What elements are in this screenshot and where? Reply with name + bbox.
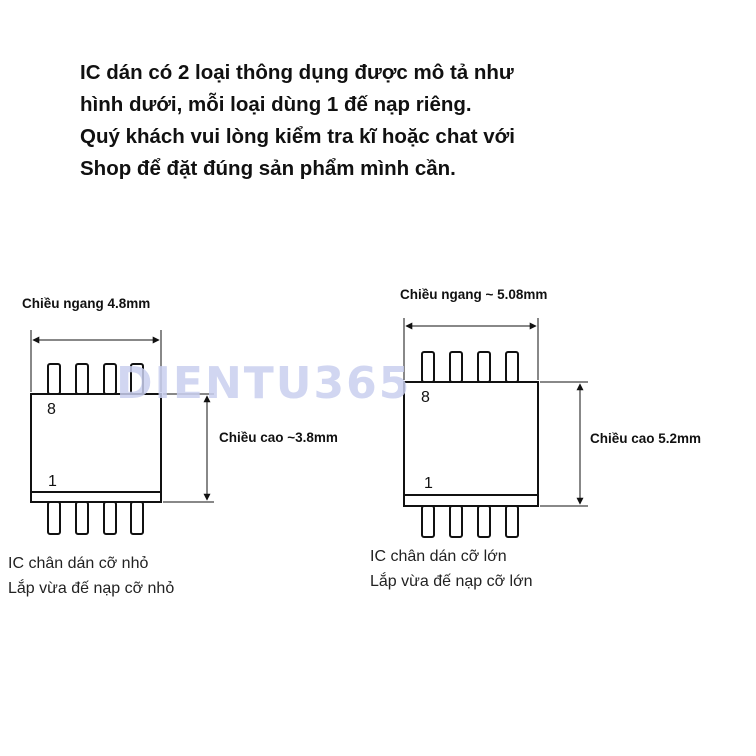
large-ic-caption-line-2: Lắp vừa đế nạp cỡ lớn (370, 573, 533, 590)
intro-line-4: Shop để đặt đúng sản phẩm mình cần. (80, 157, 456, 180)
large-ic-top-pin (477, 351, 491, 383)
small-ic-bottom-pin (75, 501, 89, 535)
small-ic-caption: IC chân dán cỡ nhỏ Lắp vừa đế nạp cỡ nhỏ (8, 551, 174, 601)
small-ic-width-label: Chiều ngang 4.8mm (22, 296, 151, 311)
large-ic-bottom-pin (477, 505, 491, 538)
intro-text: IC dán có 2 loại thông dụng được mô tả n… (80, 57, 515, 185)
watermark: DIENTU365 (116, 358, 411, 409)
large-ic-top-pin (505, 351, 519, 383)
large-ic-caption-line-1: IC chân dán cỡ lớn (370, 548, 507, 565)
large-ic-body (403, 381, 539, 507)
large-ic-package (403, 351, 539, 538)
large-ic-pin1-label: 1 (424, 475, 433, 492)
small-ic-top-pin (47, 363, 61, 395)
small-ic-pin1-label: 1 (48, 473, 57, 490)
small-ic-caption-line-1: IC chân dán cỡ nhỏ (8, 555, 149, 572)
large-ic-top-pin (421, 351, 435, 383)
large-ic-bottom-pin (505, 505, 519, 538)
small-ic-bottom-pin (103, 501, 117, 535)
small-ic-pin8-label: 8 (47, 401, 56, 418)
small-ic-top-pin (75, 363, 89, 395)
large-ic-width-label: Chiều ngang ~ 5.08mm (400, 287, 548, 302)
large-ic-height-label: Chiều cao 5.2mm (590, 431, 702, 446)
small-ic-height-label: Chiều cao ~3.8mm (219, 430, 338, 445)
intro-line-3: Quý khách vui lòng kiểm tra kĩ hoặc chat… (80, 125, 515, 148)
large-ic-bottom-pin (449, 505, 463, 538)
large-ic-top-pin (449, 351, 463, 383)
large-ic-bottom-pin (421, 505, 435, 538)
small-ic-bottom-pin (47, 501, 61, 535)
small-ic-package (30, 363, 162, 535)
small-ic-bottom-pin (130, 501, 144, 535)
intro-line-1: IC dán có 2 loại thông dụng được mô tả n… (80, 61, 514, 84)
large-ic-caption: IC chân dán cỡ lớn Lắp vừa đế nạp cỡ lớn (370, 544, 532, 594)
intro-line-2: hình dưới, mỗi loại dùng 1 đế nạp riêng. (80, 93, 472, 116)
large-ic-pin8-label: 8 (421, 389, 430, 406)
small-ic-top-pin (103, 363, 117, 395)
small-ic-body (30, 393, 162, 503)
small-ic-caption-line-2: Lắp vừa đế nạp cỡ nhỏ (8, 580, 175, 597)
